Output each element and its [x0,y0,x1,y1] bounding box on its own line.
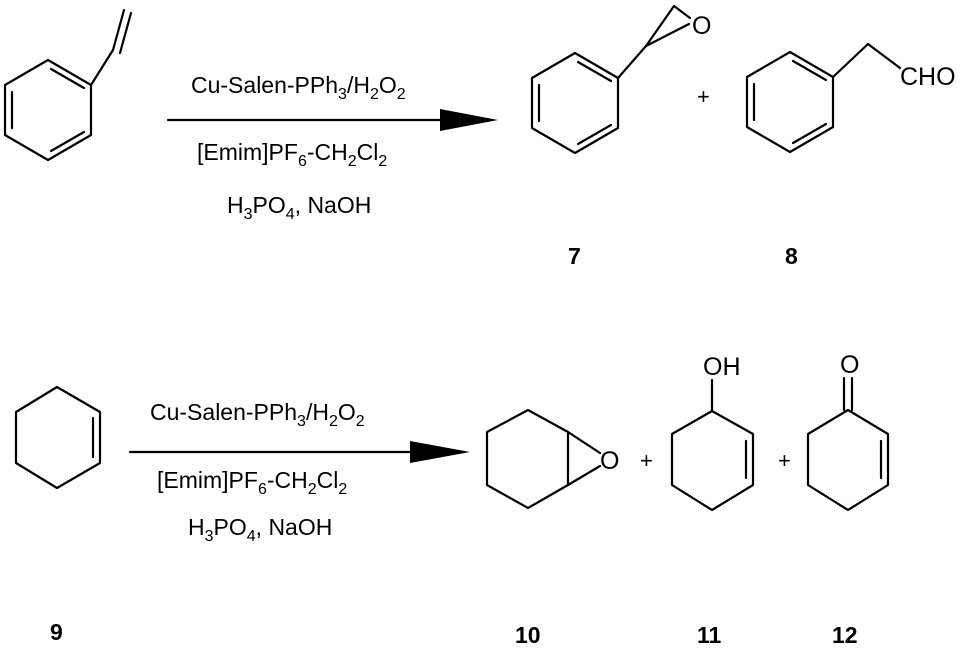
cyclohexenol-structure [670,378,755,512]
plus-sign-1: + [697,84,710,109]
reaction2-reagent-above: Cu-Salen-PPh3/H2O2 [150,399,365,430]
reaction1-reagent-below: H3PO4, NaOH [227,192,371,223]
compound-label-8: 8 [785,243,798,269]
reaction1-reagent-middle: [Emim]PF6-CH2Cl2 [197,139,387,170]
aldehyde-group: CHO [900,63,956,91]
cyclohexene-structure [14,385,102,490]
cyclohexene-oxide-structure [485,408,602,510]
reaction2-reagent-below: H3PO4, NaOH [188,514,332,545]
cyclohexenone-structure [806,376,890,512]
ketone-oxygen: O [840,351,859,379]
compound-label-10: 10 [515,622,541,648]
compound-label-7: 7 [568,243,581,269]
reaction2-reagent-middle: [Emim]PF6-CH2Cl2 [157,467,347,498]
epoxide-oxygen-7: O [692,12,711,40]
compound-label-9: 9 [50,619,63,645]
styrene-structure [3,8,133,162]
epoxide-oxygen-10: O [600,447,619,475]
compound-label-11: 11 [697,622,722,648]
phenylacetaldehyde-structure [745,42,902,154]
hydroxyl-group: OH [703,353,741,381]
reaction-arrow-1 [166,109,498,131]
compound-label-12: 12 [832,622,858,648]
plus-sign-3: + [778,448,791,473]
reaction-arrow-2 [128,441,470,463]
reaction1-reagent-above: Cu-Salen-PPh3/H2O2 [191,72,406,103]
styrene-oxide-structure [530,4,692,155]
plus-sign-2: + [640,448,653,473]
